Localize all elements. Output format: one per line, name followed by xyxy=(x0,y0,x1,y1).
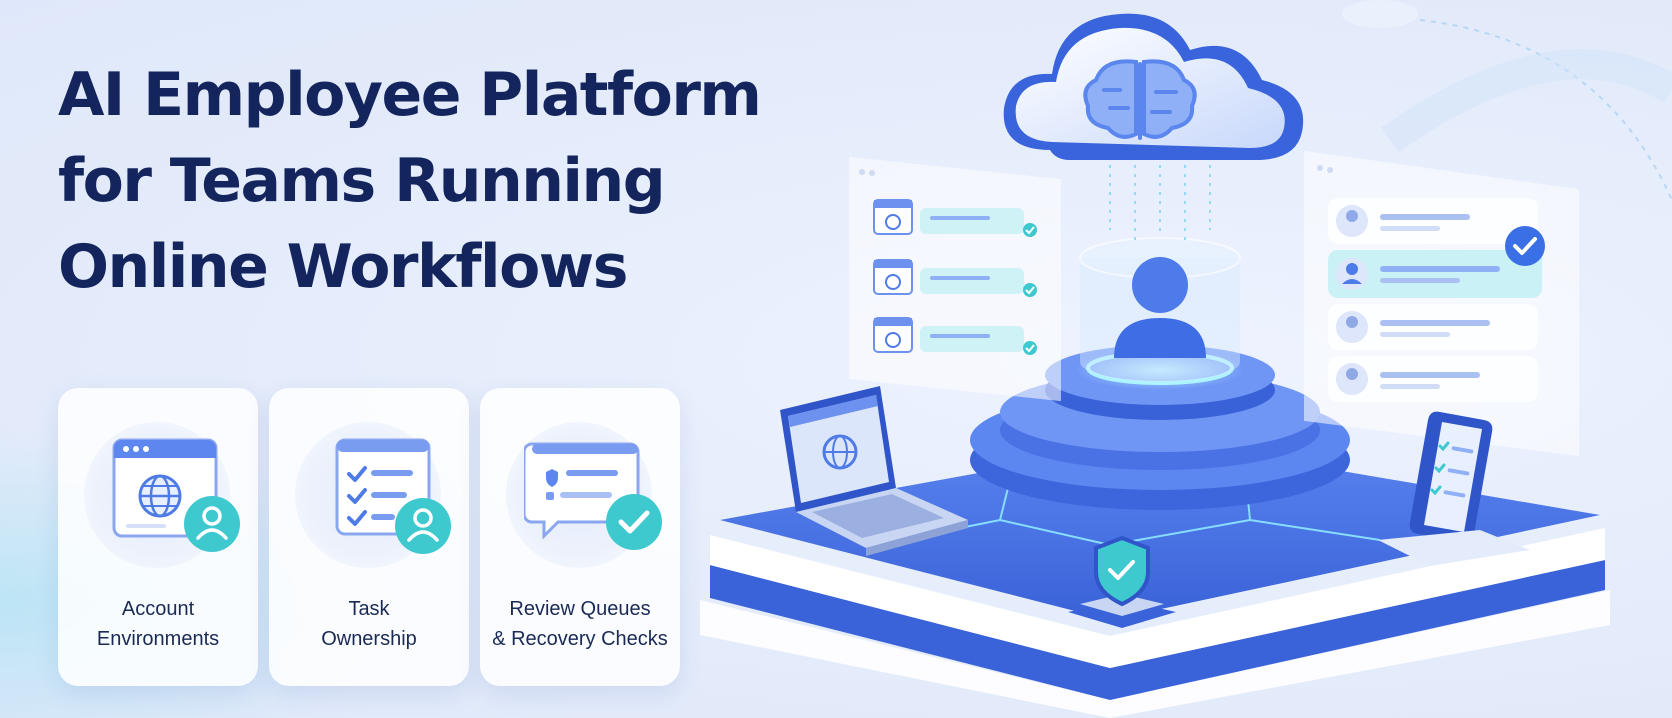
headline-line-2: for Teams Running xyxy=(58,146,666,216)
team-members-panel xyxy=(1304,150,1579,457)
smartphone-icon xyxy=(1378,411,1530,566)
laptop-icon xyxy=(780,386,968,556)
platform-base xyxy=(700,440,1610,718)
feature-card-account-environments: Account Environments xyxy=(58,388,258,686)
cloud-brain-icon xyxy=(1003,13,1304,160)
globe-window-user-icon xyxy=(112,438,240,552)
checklist-user-icon xyxy=(335,438,451,554)
headline-line-3: Online Workflows xyxy=(58,232,628,302)
ai-employee-avatar xyxy=(1079,237,1241,382)
chat-checkmark-icon xyxy=(524,442,662,550)
headline-line-1: AI Employee Platform xyxy=(58,60,762,130)
central-pedestal xyxy=(970,345,1350,510)
data-beam xyxy=(1109,165,1211,240)
card-caption: Task Ownership xyxy=(321,598,417,650)
feature-card-review-queues: Review Queues & Recovery Checks xyxy=(480,388,680,686)
card-caption: Review Queues & Recovery Checks xyxy=(492,598,668,650)
card-caption: Account Environments xyxy=(96,598,220,650)
feature-card-task-ownership: Task Ownership xyxy=(269,388,469,686)
security-shield-icon xyxy=(1068,535,1176,628)
headline: AI Employee Platform for Teams Running O… xyxy=(58,52,818,310)
browser-sessions-panel xyxy=(849,156,1061,402)
